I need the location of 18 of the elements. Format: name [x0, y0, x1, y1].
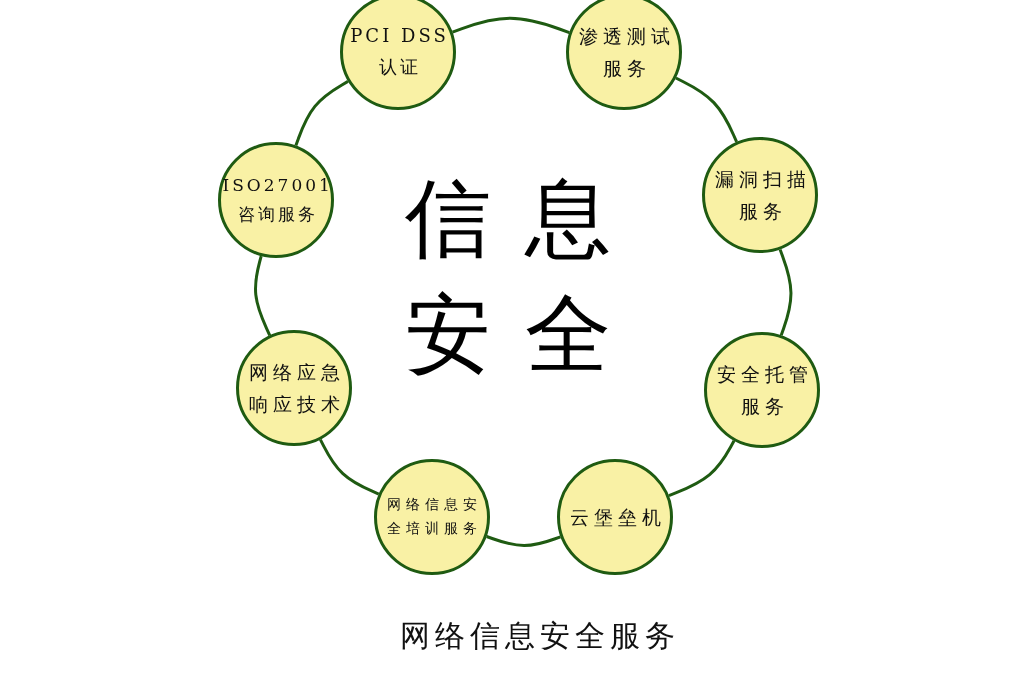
service-label: PCI DSS 认证 [349, 24, 450, 79]
service-label: 云堡垒机 [568, 504, 667, 530]
service-label: 网络信息安全培训服务 [386, 495, 483, 538]
service-label: 安全托管服务 [715, 361, 814, 419]
service-label: ISO27001 咨询服务 [221, 174, 333, 226]
connector-line [778, 248, 793, 336]
connector-line [452, 16, 570, 34]
connector-line [254, 255, 272, 336]
connector-line [294, 80, 349, 147]
caption: 网络信息安全服务 [400, 617, 680, 655]
center-title: 信息安全 [405, 167, 645, 387]
service-label: 渗透测试服务 [577, 23, 676, 81]
connector-line [319, 438, 380, 496]
service-label: 漏洞扫描服务 [713, 166, 812, 224]
service-label: 网络应急响应技术 [247, 359, 346, 417]
connector-line [486, 535, 561, 547]
connector-line [668, 440, 736, 497]
connector-line [675, 76, 738, 143]
